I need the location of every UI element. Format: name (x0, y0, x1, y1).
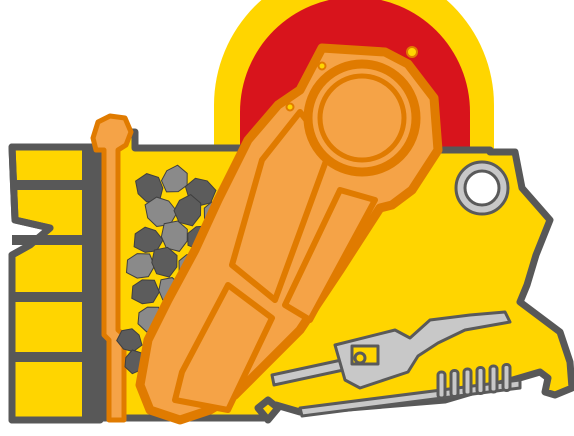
lifting-eye-hole (465, 171, 499, 205)
spring-coil (464, 369, 471, 395)
jaw-bolt (319, 63, 326, 70)
toggle-pin (355, 353, 365, 363)
eccentric-shaft (320, 76, 404, 160)
flywheel-bolt (407, 47, 417, 57)
spring-coil (490, 366, 497, 392)
spring-coil (451, 371, 458, 397)
spring-coil (438, 372, 445, 398)
spring-coil (503, 365, 510, 391)
spring-coil (477, 368, 484, 394)
discharge-lip (258, 400, 278, 420)
frame-upright (82, 147, 98, 420)
lifting-eye (456, 162, 508, 214)
rock (161, 221, 187, 251)
jaw-bolt (287, 104, 294, 111)
